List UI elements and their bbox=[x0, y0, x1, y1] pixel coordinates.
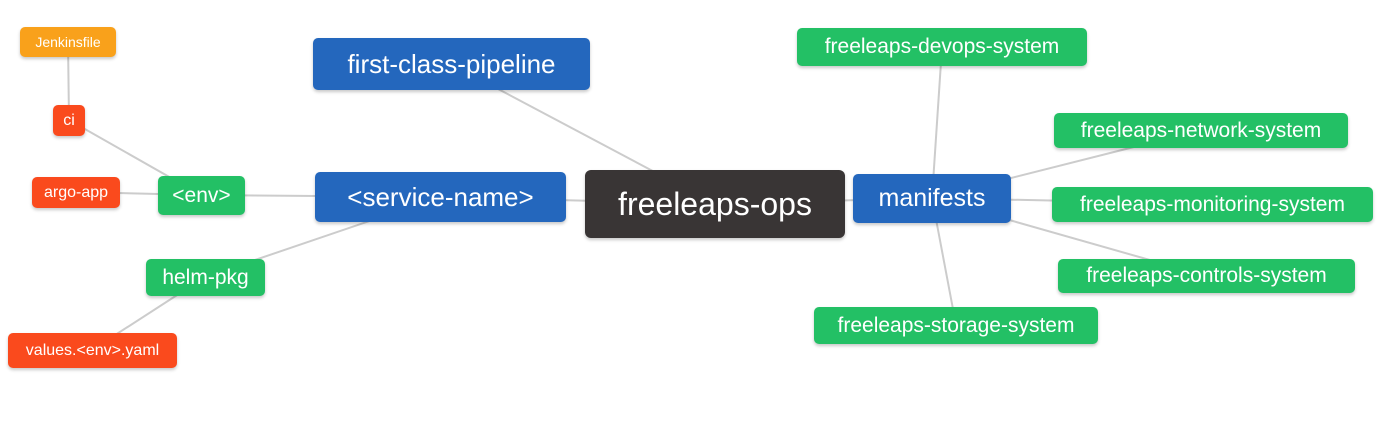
node-first-class-pipeline[interactable]: first-class-pipeline bbox=[313, 38, 590, 90]
node-freeleaps-network-system[interactable]: freeleaps-network-system bbox=[1054, 113, 1348, 148]
node-freeleaps-storage-system[interactable]: freeleaps-storage-system bbox=[814, 307, 1098, 344]
node-freeleaps-devops-system[interactable]: freeleaps-devops-system bbox=[797, 28, 1087, 66]
node-argo-app[interactable]: argo-app bbox=[32, 177, 120, 208]
node-ci[interactable]: ci bbox=[53, 105, 85, 136]
node-manifests[interactable]: manifests bbox=[853, 174, 1011, 223]
node-root-freeleaps-ops[interactable]: freeleaps-ops bbox=[585, 170, 845, 238]
edge-manifests-devops-system bbox=[931, 46, 943, 199]
node-freeleaps-controls-system[interactable]: freeleaps-controls-system bbox=[1058, 259, 1355, 293]
node-freeleaps-monitoring-system[interactable]: freeleaps-monitoring-system bbox=[1052, 187, 1373, 222]
node-env[interactable]: <env> bbox=[158, 176, 245, 215]
node-values-env-yaml[interactable]: values.<env>.yaml bbox=[8, 333, 177, 368]
node-helm-pkg[interactable]: helm-pkg bbox=[146, 259, 265, 296]
node-service-name[interactable]: <service-name> bbox=[315, 172, 566, 222]
node-jenkinsfile[interactable]: Jenkinsfile bbox=[20, 27, 116, 57]
